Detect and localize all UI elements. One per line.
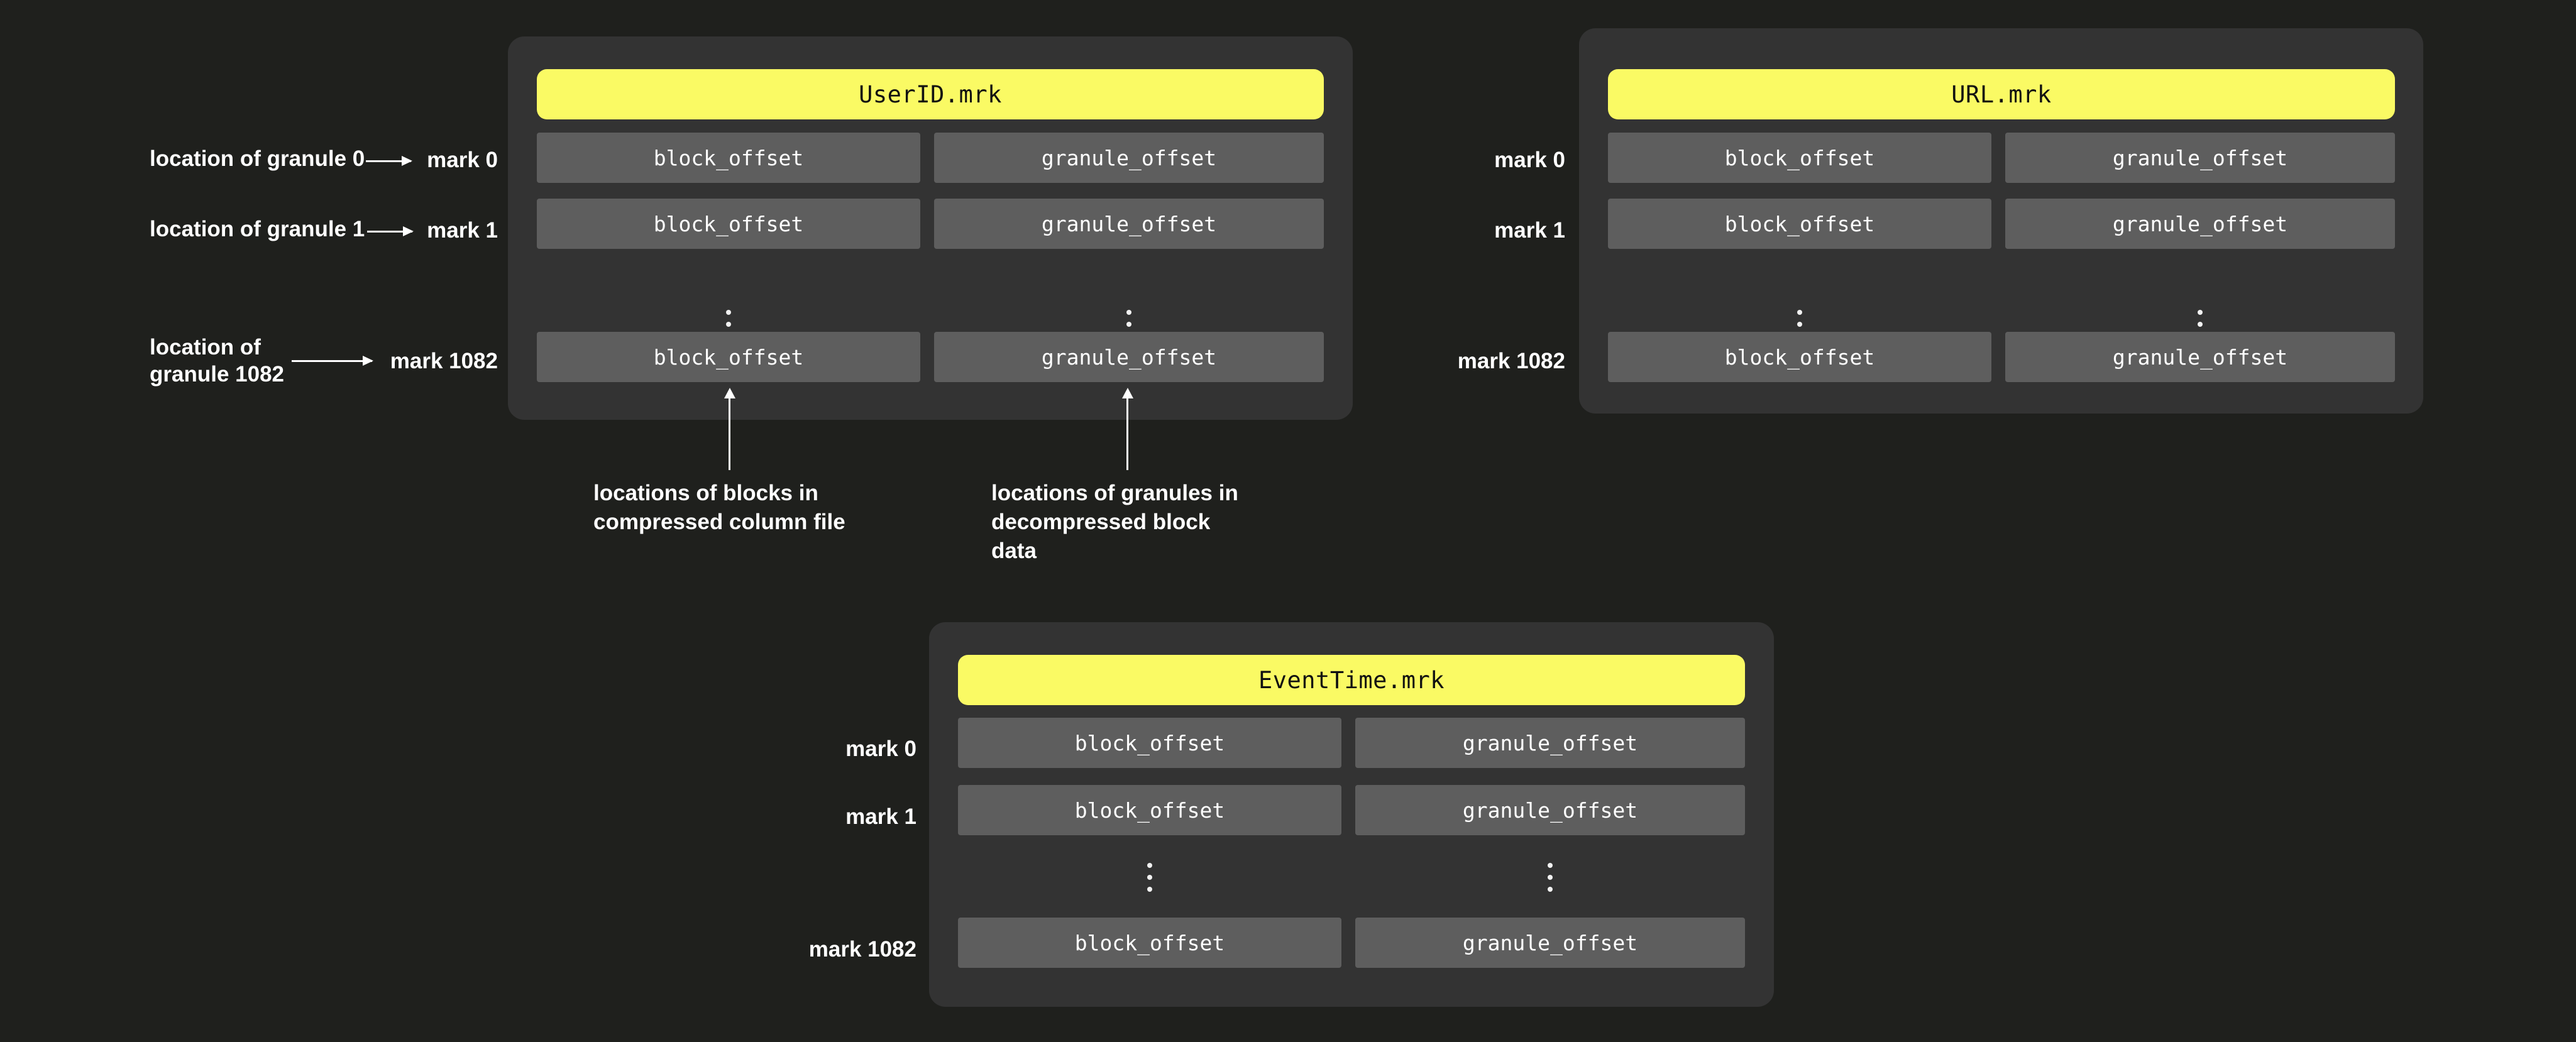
- eventtime-granule-ellipsis-icon: [1546, 863, 1555, 892]
- eventtime-block-offset-1: block_offset: [958, 785, 1341, 835]
- blocks-note: locations of blocks in compressed column…: [593, 479, 857, 537]
- userid-mark-label-1: mark 1: [427, 218, 498, 243]
- eventtime-block-ellipsis-icon: [1145, 863, 1154, 892]
- userid-granule-offset-1082: granule_offset: [934, 332, 1324, 382]
- granule-note-0: location of granule 0: [150, 146, 365, 171]
- granule-note-1082-line2: granule 1082: [150, 361, 284, 387]
- panel-userid: UserID.mrk block_offset granule_offset b…: [508, 36, 1353, 420]
- url-mrk-title: URL.mrk: [1608, 69, 2395, 119]
- userid-block-offset-0: block_offset: [537, 133, 920, 183]
- granule-arrow-1-icon: [367, 226, 414, 236]
- granule-note-1082-line1: location of: [150, 335, 261, 359]
- url-block-offset-0: block_offset: [1608, 133, 1991, 183]
- granule-note-1082: location of granule 1082: [150, 334, 294, 388]
- eventtime-granule-offset-1: granule_offset: [1355, 785, 1745, 835]
- granule-arrow-1082-icon: [292, 356, 373, 366]
- granules-note-arrow-icon: [1121, 388, 1133, 470]
- userid-granule-offset-1: granule_offset: [934, 199, 1324, 249]
- blocks-note-line1: locations of blocks in: [593, 481, 818, 505]
- eventtime-mark-label-1: mark 1: [845, 804, 916, 829]
- granules-note-line2: decompressed block data: [991, 510, 1211, 564]
- eventtime-block-offset-0: block_offset: [958, 718, 1341, 768]
- userid-mark-label-1082: mark 1082: [390, 349, 498, 373]
- userid-mrk-title: UserID.mrk: [537, 69, 1324, 119]
- userid-granule-offset-0: granule_offset: [934, 133, 1324, 183]
- eventtime-mark-label-0: mark 0: [845, 737, 916, 761]
- granule-note-1: location of granule 1: [150, 217, 365, 241]
- panel-url: URL.mrk block_offset granule_offset bloc…: [1579, 28, 2423, 414]
- eventtime-granule-offset-0: granule_offset: [1355, 718, 1745, 768]
- eventtime-block-offset-1082: block_offset: [958, 918, 1341, 968]
- eventtime-granule-offset-1082: granule_offset: [1355, 918, 1745, 968]
- url-block-offset-1082: block_offset: [1608, 332, 1991, 382]
- url-mark-label-1082: mark 1082: [1457, 349, 1565, 373]
- blocks-note-line2: compressed column file: [593, 510, 845, 535]
- eventtime-mark-label-1082: mark 1082: [808, 937, 916, 962]
- url-granule-offset-1: granule_offset: [2005, 199, 2395, 249]
- userid-mark-label-0: mark 0: [427, 148, 498, 172]
- url-block-offset-1: block_offset: [1608, 199, 1991, 249]
- url-granule-offset-0: granule_offset: [2005, 133, 2395, 183]
- eventtime-mrk-title: EventTime.mrk: [958, 655, 1745, 705]
- granules-note: locations of granules in decompressed bl…: [991, 479, 1255, 566]
- blocks-note-arrow-icon: [724, 388, 735, 470]
- url-mark-label-1: mark 1: [1494, 218, 1565, 243]
- granule-arrow-0-icon: [366, 156, 412, 166]
- url-mark-label-0: mark 0: [1494, 148, 1565, 172]
- url-granule-offset-1082: granule_offset: [2005, 332, 2395, 382]
- granules-note-line1: locations of granules in: [991, 481, 1238, 505]
- userid-block-offset-1: block_offset: [537, 199, 920, 249]
- panel-eventtime: EventTime.mrk block_offset granule_offse…: [929, 622, 1774, 1007]
- userid-block-offset-1082: block_offset: [537, 332, 920, 382]
